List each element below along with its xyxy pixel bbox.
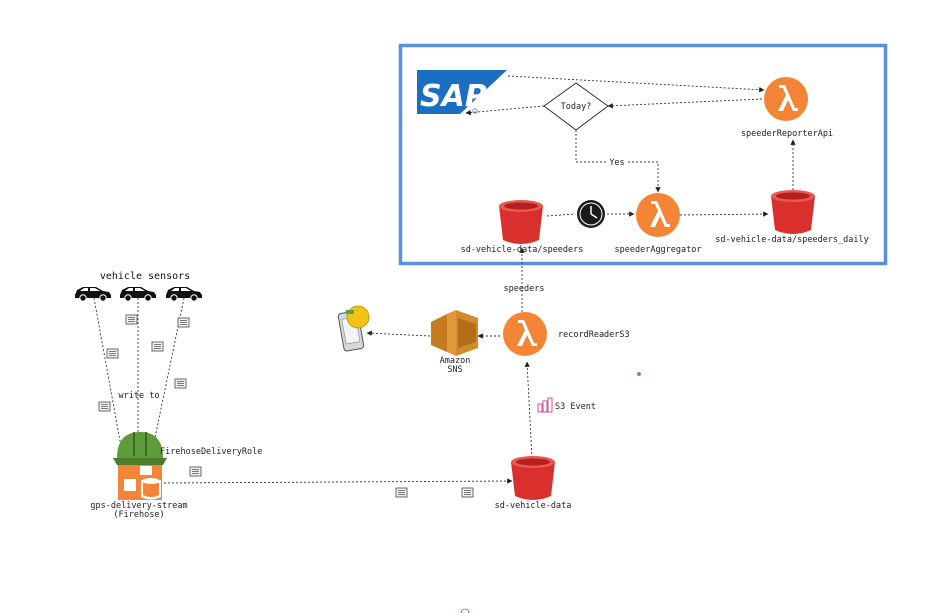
reporter-api-label: speederReporterApi bbox=[741, 129, 833, 139]
stream-sub-label: (Firehose) bbox=[113, 510, 164, 520]
sns-icon bbox=[431, 310, 478, 356]
sap-integration-box bbox=[398, 43, 888, 266]
decision-label: Today? bbox=[561, 102, 592, 112]
document-icon bbox=[461, 487, 474, 498]
write-to-label: write to bbox=[119, 391, 160, 401]
document-icon bbox=[151, 341, 164, 352]
sns-sub-label: SNS bbox=[447, 365, 462, 375]
edge-reporter-decision bbox=[607, 98, 763, 109]
sns-name-label: Amazon bbox=[440, 356, 471, 366]
edge-decision-sap bbox=[465, 105, 545, 116]
stray-mark bbox=[460, 608, 470, 613]
sap-logo: SAP bbox=[417, 70, 507, 114]
edge-sap-reporter bbox=[507, 75, 765, 93]
stray-dot bbox=[637, 372, 641, 376]
s3-event-label: S3 Event bbox=[555, 402, 596, 412]
phone-icon bbox=[337, 305, 370, 352]
s3-bucket-icon bbox=[499, 200, 543, 244]
edge-speeders-clock bbox=[546, 213, 576, 217]
iam-role-helmet-icon bbox=[113, 432, 167, 465]
edge-firehose-bucket bbox=[163, 478, 513, 484]
yes-edge-label: Yes bbox=[609, 158, 624, 168]
vehicle-data-label: sd-vehicle-data bbox=[495, 501, 572, 511]
speeders-edge-label: speeders bbox=[504, 284, 545, 294]
edge-sns-phone bbox=[366, 330, 431, 337]
edge-bucket-recordreader bbox=[524, 361, 533, 459]
s3-event-icon bbox=[537, 397, 553, 413]
s3-bucket-icon bbox=[511, 456, 555, 500]
lambda-icon bbox=[764, 77, 808, 121]
document-icon bbox=[395, 487, 408, 498]
s3-bucket-icon bbox=[771, 190, 815, 234]
edge-car1-firehose bbox=[93, 297, 123, 453]
firehose-icon bbox=[118, 460, 162, 500]
document-icon bbox=[125, 314, 138, 325]
stream-name-label: gps-delivery-stream bbox=[90, 501, 187, 511]
document-icon bbox=[174, 378, 187, 389]
record-reader-label: recordReaderS3 bbox=[558, 330, 630, 340]
lambda-icon bbox=[636, 193, 680, 237]
edges bbox=[93, 75, 796, 484]
decision-node bbox=[543, 82, 609, 131]
vehicle-sensors-label: vehicle sensors bbox=[100, 271, 190, 282]
car-icon bbox=[74, 286, 112, 302]
speeders-bucket-label: sd-vehicle-data/speeders bbox=[461, 245, 584, 255]
firehose-role-label: FirehoseDeliveryRole bbox=[160, 447, 262, 457]
daily-bucket-label: sd-vehicle-data/speeders_daily bbox=[715, 235, 869, 245]
document-icon bbox=[189, 466, 202, 477]
document-icon bbox=[98, 401, 111, 412]
aggregator-label: speederAggregator bbox=[615, 245, 702, 255]
sap-logo-text: SAP bbox=[420, 79, 487, 114]
clock-icon bbox=[577, 200, 605, 228]
edge-aggregator-daily bbox=[679, 211, 769, 217]
lambda-icon bbox=[503, 312, 547, 356]
document-icon bbox=[106, 348, 119, 359]
document-icon bbox=[177, 317, 190, 328]
